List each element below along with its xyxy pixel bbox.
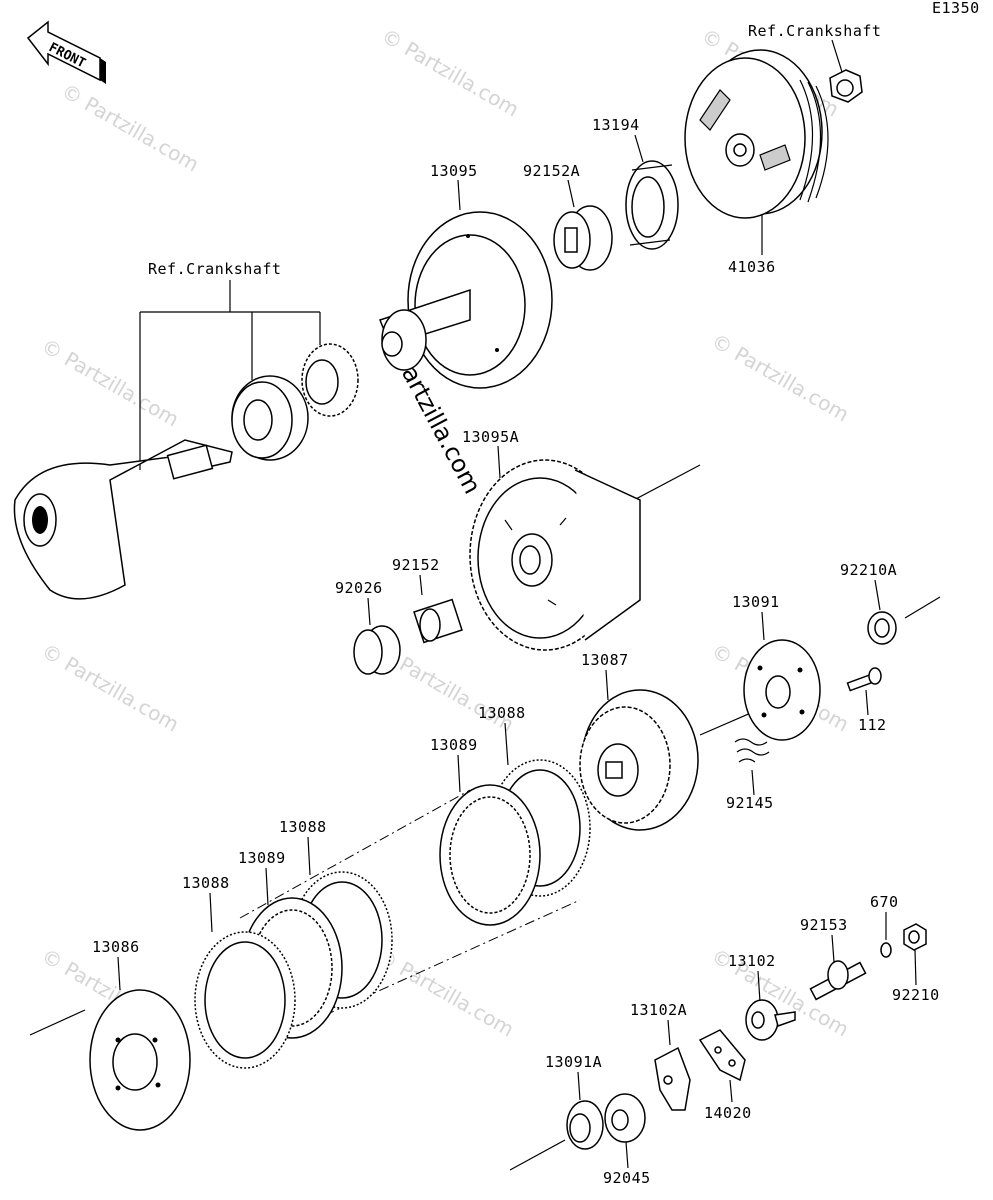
clutch-housing-13095A (469, 459, 641, 651)
label-13095: 13095 (430, 162, 478, 180)
crankshaft-ref (13, 439, 233, 600)
cam-13102A (654, 1046, 691, 1111)
front-arrow-icon: FRONT (26, 20, 106, 84)
watermark: © Partzilla.com (708, 329, 854, 427)
nut-92210A (867, 611, 897, 645)
bushing-92152A (553, 205, 613, 271)
watermark: © Partzilla.com (38, 334, 184, 432)
label-670: 670 (870, 893, 899, 911)
label-ref-crankshaft-left: Ref.Crankshaft (148, 260, 281, 278)
spring-92145 (734, 738, 770, 763)
label-13095A: 13095A (462, 428, 519, 446)
watermark: © Partzilla.com (378, 24, 524, 122)
label-13102A: 13102A (630, 1001, 687, 1019)
label-13091A: 13091A (545, 1053, 602, 1071)
label-13194: 13194 (592, 116, 640, 134)
label-112: 112 (858, 716, 887, 734)
retainer-13091A (566, 1100, 604, 1150)
label-92152: 92152 (392, 556, 440, 574)
diagram-code: E1350 (932, 0, 980, 17)
label-92153: 92153 (800, 916, 848, 934)
friction-plate-13088-c (194, 931, 296, 1069)
label-92045: 92045 (603, 1169, 651, 1187)
bushing-92152 (413, 598, 463, 644)
label-13087: 13087 (581, 651, 629, 669)
label-14020: 14020 (704, 1104, 752, 1122)
crank-bearing (231, 375, 309, 461)
bearing-92045 (604, 1093, 646, 1143)
label-ref-crankshaft-top: Ref.Crankshaft (748, 22, 881, 40)
label-92145: 92145 (726, 794, 774, 812)
label-13102: 13102 (728, 952, 776, 970)
clutch-housing-41036 (684, 49, 829, 219)
o-ring-670 (880, 942, 892, 958)
label-92210A: 92210A (840, 561, 897, 579)
backing-plate-13086 (89, 989, 191, 1131)
label-41036: 41036 (728, 258, 776, 276)
label-13088-b: 13088 (279, 818, 327, 836)
watermark: © Partzilla.com (38, 639, 184, 737)
label-92152A: 92152A (523, 162, 580, 180)
label-92026: 92026 (335, 579, 383, 597)
watermark: © Partzilla.com (373, 944, 519, 1042)
clutch-hub-13087 (579, 689, 699, 831)
label-13086: 13086 (92, 938, 140, 956)
label-92210: 92210 (892, 986, 940, 1004)
crank-nut-icon (829, 69, 863, 103)
steel-plate-13089-a (439, 784, 541, 926)
label-13091: 13091 (732, 593, 780, 611)
nut-92210 (903, 923, 927, 951)
primary-gear-13095 (379, 211, 553, 389)
label-13088-a: 13088 (478, 704, 526, 722)
lever-13102 (745, 999, 796, 1041)
watermark: © Partzilla.com (58, 79, 204, 177)
collar-92026 (353, 625, 401, 675)
label-13088-c: 13088 (182, 874, 230, 892)
label-13089-b: 13089 (238, 849, 286, 867)
plate-14020 (698, 1029, 746, 1082)
crank-gear (301, 343, 359, 417)
bolt-112 (846, 667, 882, 692)
one-way-clutch-13194 (625, 160, 679, 250)
shaft-92153 (809, 960, 867, 1001)
label-13089-a: 13089 (430, 736, 478, 754)
pressure-plate-13091 (743, 639, 821, 741)
